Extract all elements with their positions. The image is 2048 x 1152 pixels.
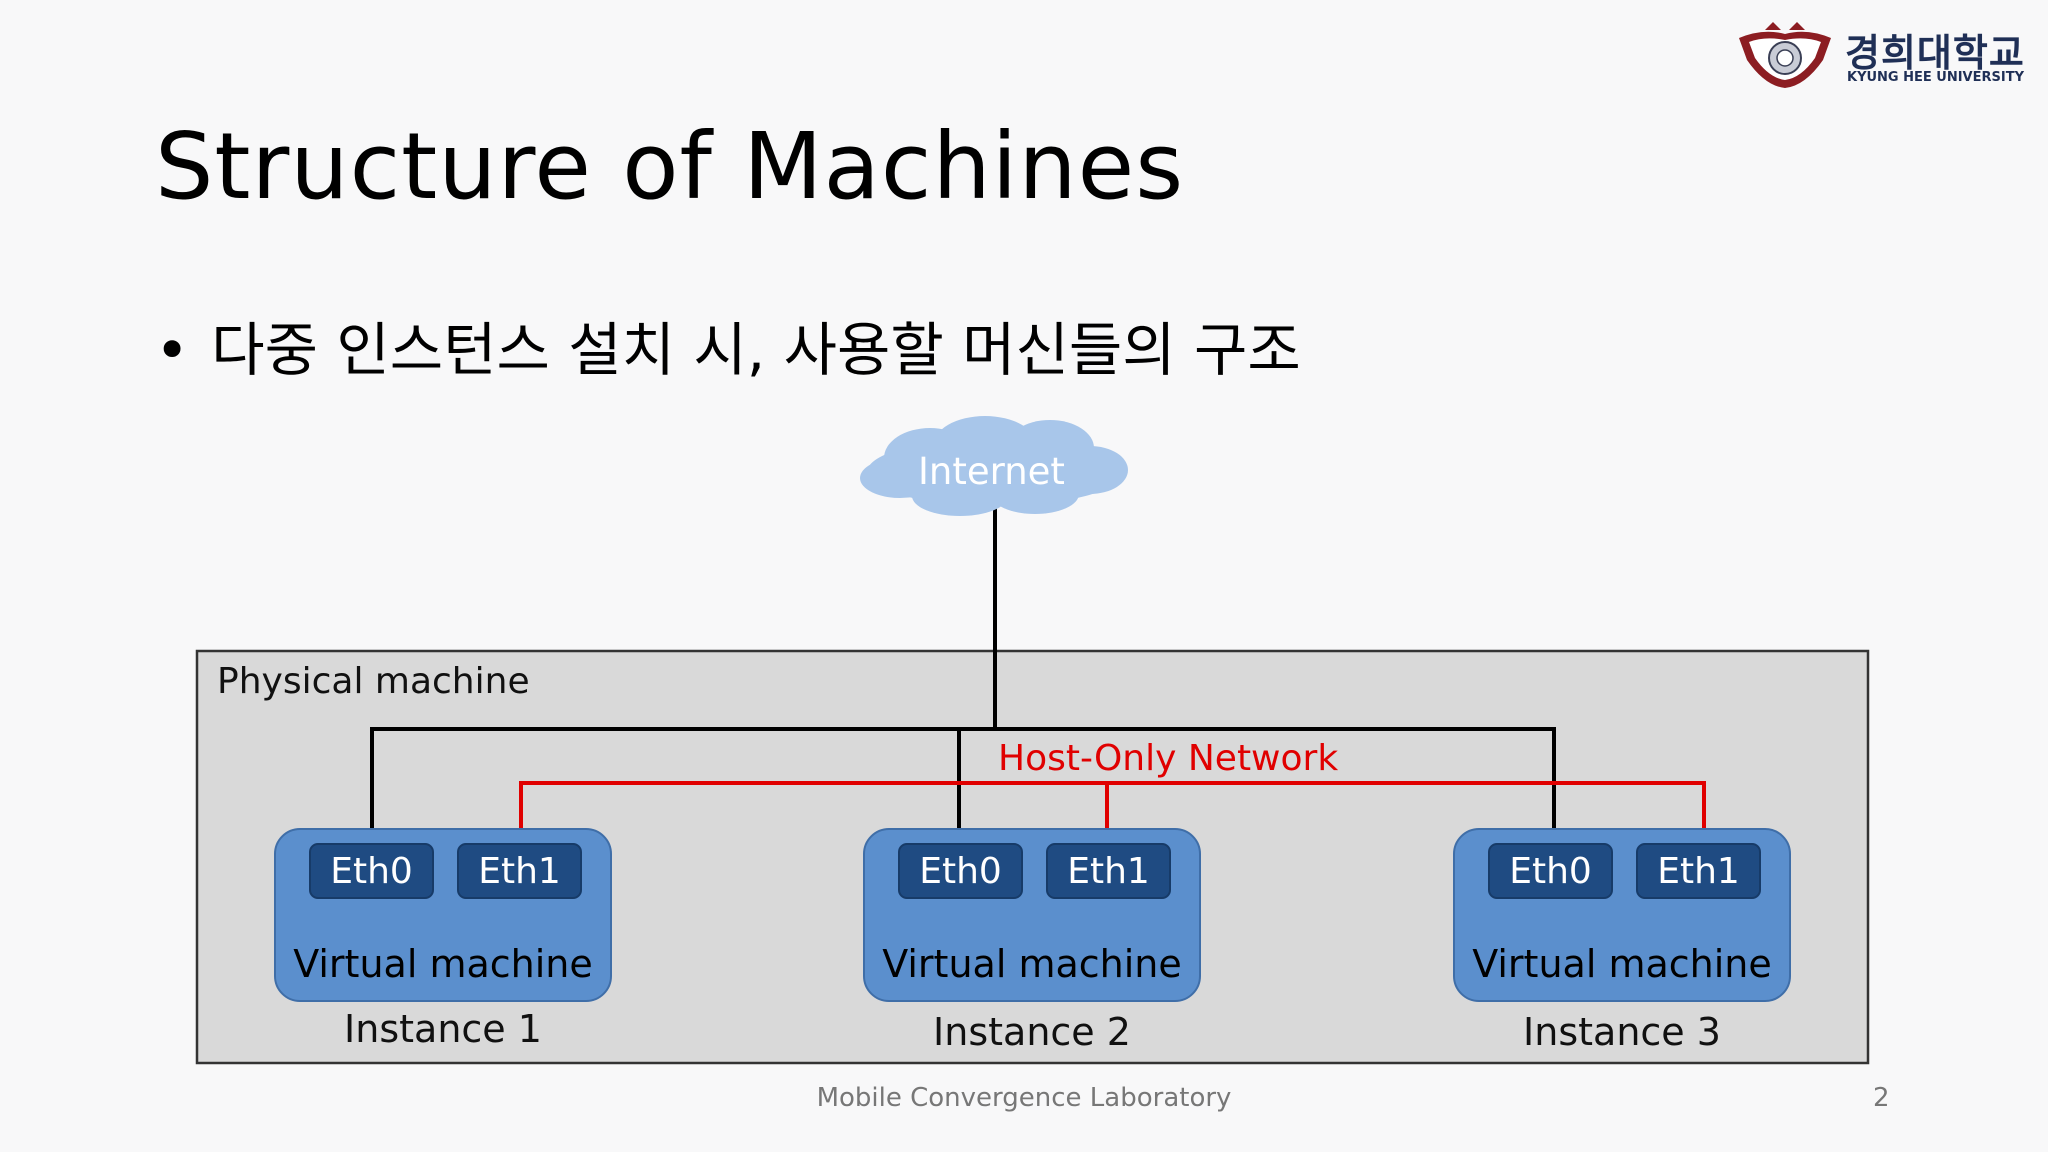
bullet-dot-icon: • — [155, 316, 190, 384]
internet-label: Internet — [918, 450, 1065, 493]
external-network-bus — [370, 727, 1556, 842]
eth0-port: Eth0 — [1488, 843, 1613, 899]
instance-label-3: Instance 3 — [1523, 1010, 1721, 1054]
virtual-machine-1: Eth0 Eth1 Virtual machine — [274, 828, 612, 1002]
virtual-machine-3: Eth0 Eth1 Virtual machine — [1453, 828, 1791, 1002]
vm-label: Virtual machine — [882, 942, 1182, 986]
host-only-bus — [519, 781, 1706, 842]
vm-label: Virtual machine — [293, 942, 593, 986]
eth1-port: Eth1 — [1636, 843, 1761, 899]
slide-title: Structure of Machines — [155, 113, 1185, 220]
vm-label: Virtual machine — [1472, 942, 1772, 986]
eth1-port: Eth1 — [1046, 843, 1171, 899]
logo-name-en: KYUNG HEE UNIVERSITY — [1847, 70, 2024, 85]
physical-machine-label: Physical machine — [217, 661, 530, 702]
bullet-item: • 다중 인스턴스 설치 시, 사용할 머신들의 구조 — [155, 303, 1301, 387]
host-only-network-label: Host-Only Network — [998, 738, 1339, 779]
instance-label-1: Instance 1 — [344, 1007, 542, 1051]
eth0-port: Eth0 — [898, 843, 1023, 899]
page-number: 2 — [1873, 1083, 1890, 1113]
eth1-port: Eth1 — [457, 843, 582, 899]
instance-label-2: Instance 2 — [933, 1010, 1131, 1054]
logo-name-kr: 경희대학교 — [1845, 31, 2025, 75]
virtual-machine-2: Eth0 Eth1 Virtual machine — [863, 828, 1201, 1002]
bullet-text: 다중 인스턴스 설치 시, 사용할 머신들의 구조 — [211, 316, 1301, 384]
footer-lab-name: Mobile Convergence Laboratory — [816, 1083, 1232, 1113]
internet-cloud-icon — [860, 416, 1128, 516]
university-logo: 경희대학교 KYUNG HEE UNIVERSITY — [1735, 20, 2035, 92]
university-emblem-icon — [1739, 22, 1831, 88]
eth0-port: Eth0 — [309, 843, 434, 899]
